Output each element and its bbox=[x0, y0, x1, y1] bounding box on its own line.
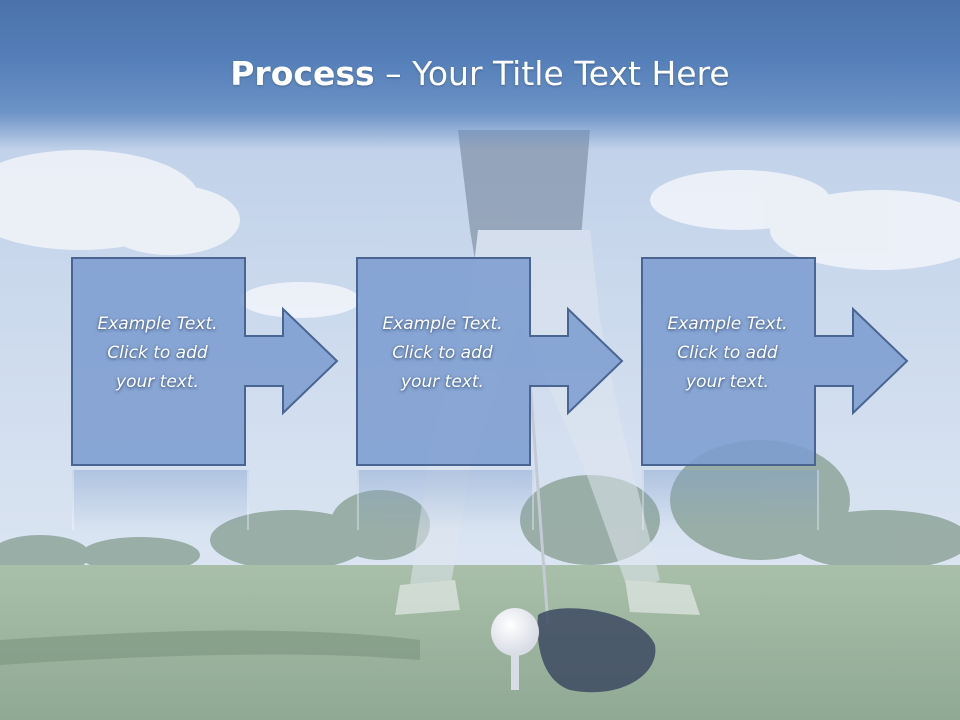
step-line: Click to add bbox=[392, 343, 493, 363]
step-line: your text. bbox=[116, 372, 199, 392]
step-line: Example Text. bbox=[97, 314, 218, 334]
title-band bbox=[0, 0, 960, 150]
title-bold: Process bbox=[230, 54, 375, 93]
arrow-right-icon bbox=[356, 257, 624, 466]
step-line: your text. bbox=[401, 372, 484, 392]
step-text[interactable]: Example Text. Click to add your text. bbox=[71, 310, 244, 397]
step-reflection bbox=[357, 470, 534, 530]
step-line: Example Text. bbox=[667, 314, 788, 334]
slide-title[interactable]: Process – Your Title Text Here bbox=[0, 52, 960, 96]
title-rest: – Your Title Text Here bbox=[374, 54, 730, 93]
process-step-2[interactable]: Example Text. Click to add your text. bbox=[356, 257, 624, 467]
process-step-1[interactable]: Example Text. Click to add your text. bbox=[71, 257, 339, 467]
process-step-3[interactable]: Example Text. Click to add your text. bbox=[641, 257, 909, 467]
step-reflection bbox=[72, 470, 249, 530]
arrow-right-icon bbox=[71, 257, 339, 466]
step-text[interactable]: Example Text. Click to add your text. bbox=[356, 310, 529, 397]
step-line: your text. bbox=[686, 372, 769, 392]
step-line: Example Text. bbox=[382, 314, 503, 334]
step-line: Click to add bbox=[107, 343, 208, 363]
step-text[interactable]: Example Text. Click to add your text. bbox=[641, 310, 814, 397]
arrow-right-icon bbox=[641, 257, 909, 466]
step-reflection bbox=[642, 470, 819, 530]
step-line: Click to add bbox=[677, 343, 778, 363]
